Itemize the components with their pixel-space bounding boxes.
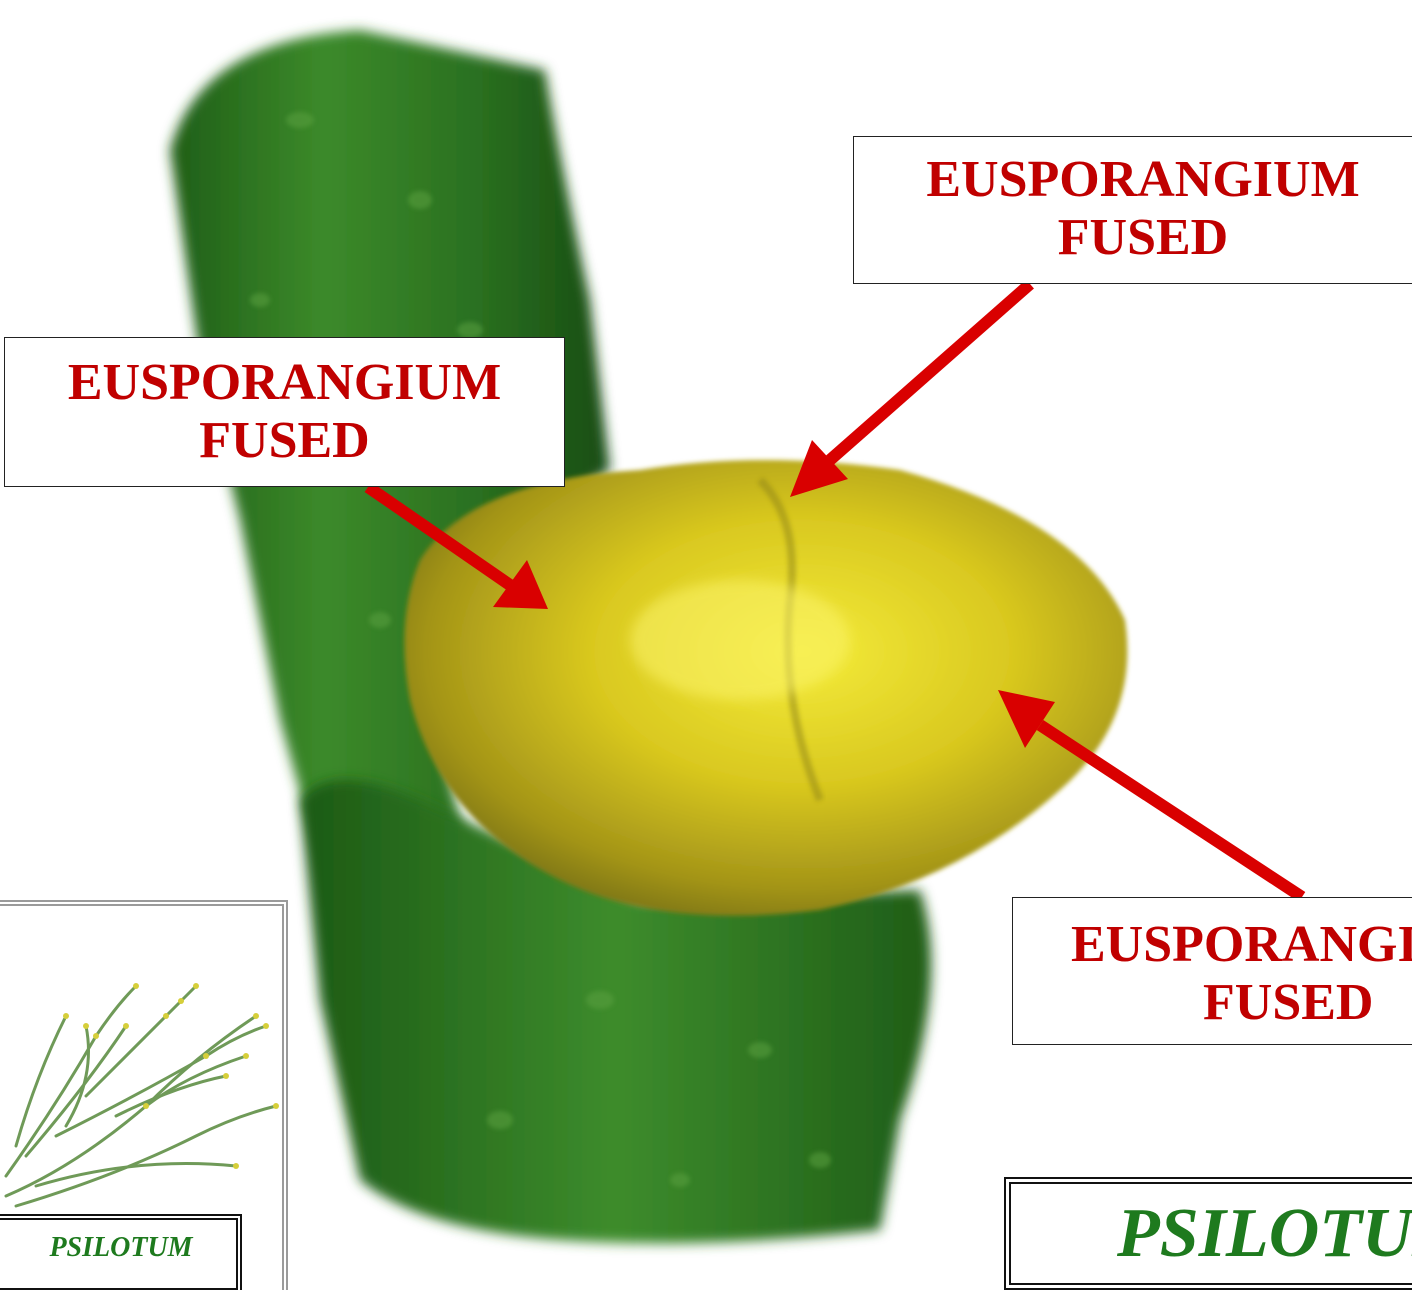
- label-line-2: FUSED: [1013, 974, 1412, 1032]
- label-line-2: FUSED: [5, 412, 564, 470]
- label-line-1: EUSPORANGI: [1013, 916, 1412, 974]
- inset-caption: PSILOTUM: [0, 1214, 242, 1290]
- label-line-1: EUSPORANGIUM: [854, 151, 1412, 209]
- plant-title: PSILOTUM: [1004, 1177, 1412, 1290]
- arrow-top-right: [790, 284, 1030, 497]
- synangium-highlight: [630, 580, 850, 700]
- label-line-2: FUSED: [854, 209, 1412, 267]
- label-eusporangium-left: EUSPORANGIUM FUSED: [4, 337, 565, 487]
- label-line-1: EUSPORANGIUM: [5, 354, 564, 412]
- label-eusporangium-top-right: EUSPORANGIUM FUSED: [853, 136, 1412, 284]
- label-eusporangium-bottom-right: EUSPORANGI FUSED: [1012, 897, 1412, 1045]
- psilotum-branches-illustration: [0, 906, 282, 1226]
